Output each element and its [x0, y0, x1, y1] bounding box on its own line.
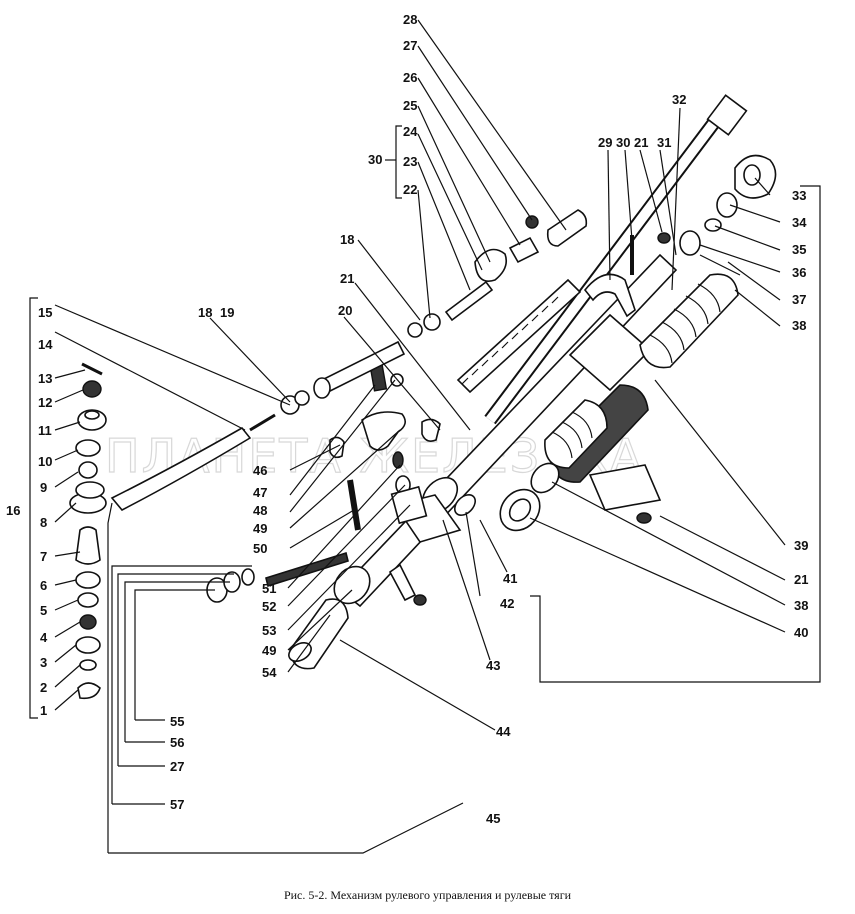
rack-bar	[456, 278, 582, 394]
label-37: 37	[792, 292, 806, 307]
bracket-29	[583, 273, 636, 318]
label-27-bottom: 27	[170, 759, 184, 774]
small-boot-40	[499, 488, 541, 532]
label-45: 45	[486, 811, 500, 826]
label-5: 5	[40, 603, 47, 618]
right-end-parts	[679, 154, 777, 276]
label-32: 32	[672, 92, 686, 107]
parts-51-52	[206, 551, 349, 603]
label-35: 35	[792, 242, 806, 257]
label-46: 46	[253, 463, 267, 478]
label-7: 7	[40, 549, 47, 564]
bellows-boot-right	[544, 273, 739, 483]
label-15: 15	[38, 305, 52, 320]
label-26: 26	[403, 70, 417, 85]
label-12: 12	[38, 395, 52, 410]
label-21-right-top: 21	[634, 135, 648, 150]
label-27-top: 27	[403, 38, 417, 53]
label-50: 50	[253, 541, 267, 556]
label-49-bottom: 49	[262, 643, 276, 658]
label-6: 6	[40, 578, 47, 593]
label-8: 8	[40, 515, 47, 530]
label-18-top: 18	[340, 232, 354, 247]
label-48: 48	[253, 503, 267, 518]
label-30-left: 30	[368, 152, 382, 167]
label-29: 29	[598, 135, 612, 150]
label-28: 28	[403, 12, 417, 27]
label-18: 18	[198, 305, 212, 320]
label-43: 43	[486, 658, 500, 673]
bottom-left-connectors	[112, 719, 165, 805]
label-44: 44	[496, 724, 511, 739]
label-22: 22	[403, 182, 417, 197]
label-42: 42	[500, 596, 514, 611]
label-4: 4	[40, 630, 48, 645]
label-21-right: 21	[794, 572, 808, 587]
label-11: 11	[38, 423, 52, 438]
label-49-top: 49	[253, 521, 267, 536]
label-39: 39	[794, 538, 808, 553]
label-56: 56	[170, 735, 184, 750]
label-10: 10	[38, 454, 52, 469]
label-38-top: 38	[792, 318, 806, 333]
label-34: 34	[792, 215, 807, 230]
label-30-right: 30	[616, 135, 630, 150]
parts-drawing	[69, 94, 777, 700]
label-24: 24	[403, 124, 418, 139]
label-57: 57	[170, 797, 184, 812]
label-2: 2	[40, 680, 47, 695]
label-23: 23	[403, 154, 417, 169]
figure-caption: Рис. 5-2. Механизм рулевого управления и…	[283, 888, 572, 902]
label-52: 52	[262, 599, 276, 614]
label-33: 33	[792, 188, 806, 203]
inner-ball-joint	[444, 209, 671, 322]
label-9: 9	[40, 480, 47, 495]
label-3: 3	[40, 655, 47, 670]
label-38-bottom: 38	[794, 598, 808, 613]
label-16: 16	[6, 503, 20, 518]
tie-rod-center	[280, 313, 441, 415]
leader-lines	[29, 19, 821, 854]
steering-shaft	[484, 94, 748, 425]
label-20: 20	[338, 303, 352, 318]
label-40: 40	[794, 625, 808, 640]
label-36: 36	[792, 265, 806, 280]
callout-labels: 28 27 26 25 24 23 22 30 18 21 20 18 19 3…	[6, 12, 808, 826]
label-13: 13	[38, 371, 52, 386]
label-47: 47	[253, 485, 267, 500]
label-21-top: 21	[340, 271, 354, 286]
label-53: 53	[262, 623, 276, 638]
label-54: 54	[262, 665, 277, 680]
label-1: 1	[40, 703, 47, 718]
label-31: 31	[657, 135, 671, 150]
clamp-ring	[530, 462, 560, 494]
outer-tie-rod	[69, 362, 276, 700]
label-25: 25	[403, 98, 417, 113]
label-14: 14	[38, 337, 53, 352]
label-41: 41	[503, 571, 517, 586]
nut-21-right	[636, 512, 652, 524]
label-19: 19	[220, 305, 234, 320]
label-51: 51	[262, 581, 276, 596]
support-pad	[588, 464, 662, 511]
label-55: 55	[170, 714, 184, 729]
